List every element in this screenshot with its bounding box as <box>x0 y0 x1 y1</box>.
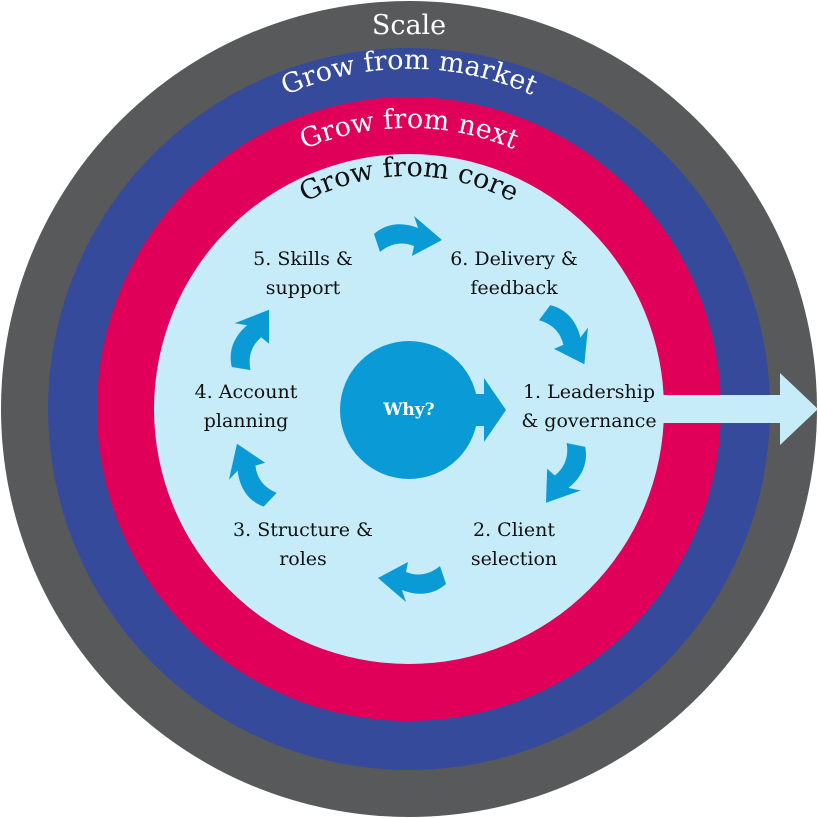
step-leadership-line2: & governance <box>521 410 657 432</box>
step-account-planning-line2: planning <box>203 410 289 432</box>
step-leadership-line1: 1. Leadership <box>522 381 656 403</box>
step-structure-roles-line2: roles <box>279 548 327 570</box>
step-leadership: 1. Leadership & governance <box>504 378 674 436</box>
step-account-planning-line1: 4. Account <box>194 381 298 403</box>
step-skills-support-line1: 5. Skills & <box>253 248 353 270</box>
step-client-selection: 2. Client selection <box>429 516 599 574</box>
step-delivery-feedback-line1: 6. Delivery & <box>450 248 578 270</box>
scale-ring-label: Scale <box>371 10 447 41</box>
step-client-selection-line2: selection <box>470 548 558 570</box>
step-structure-roles: 3. Structure & roles <box>218 516 388 574</box>
step-skills-support: 5. Skills & support <box>218 245 388 303</box>
step-structure-roles-line1: 3. Structure & <box>233 519 373 541</box>
step-account-planning: 4. Account planning <box>161 378 331 436</box>
center-label: Why? <box>383 400 435 420</box>
step-delivery-feedback: 6. Delivery & feedback <box>429 245 599 303</box>
step-client-selection-line1: 2. Client <box>473 519 555 541</box>
center-circle <box>340 341 478 479</box>
exit-arrow <box>660 373 818 445</box>
step-delivery-feedback-line2: feedback <box>470 277 558 299</box>
step-skills-support-line2: support <box>265 277 341 299</box>
center-arrow <box>460 378 506 442</box>
